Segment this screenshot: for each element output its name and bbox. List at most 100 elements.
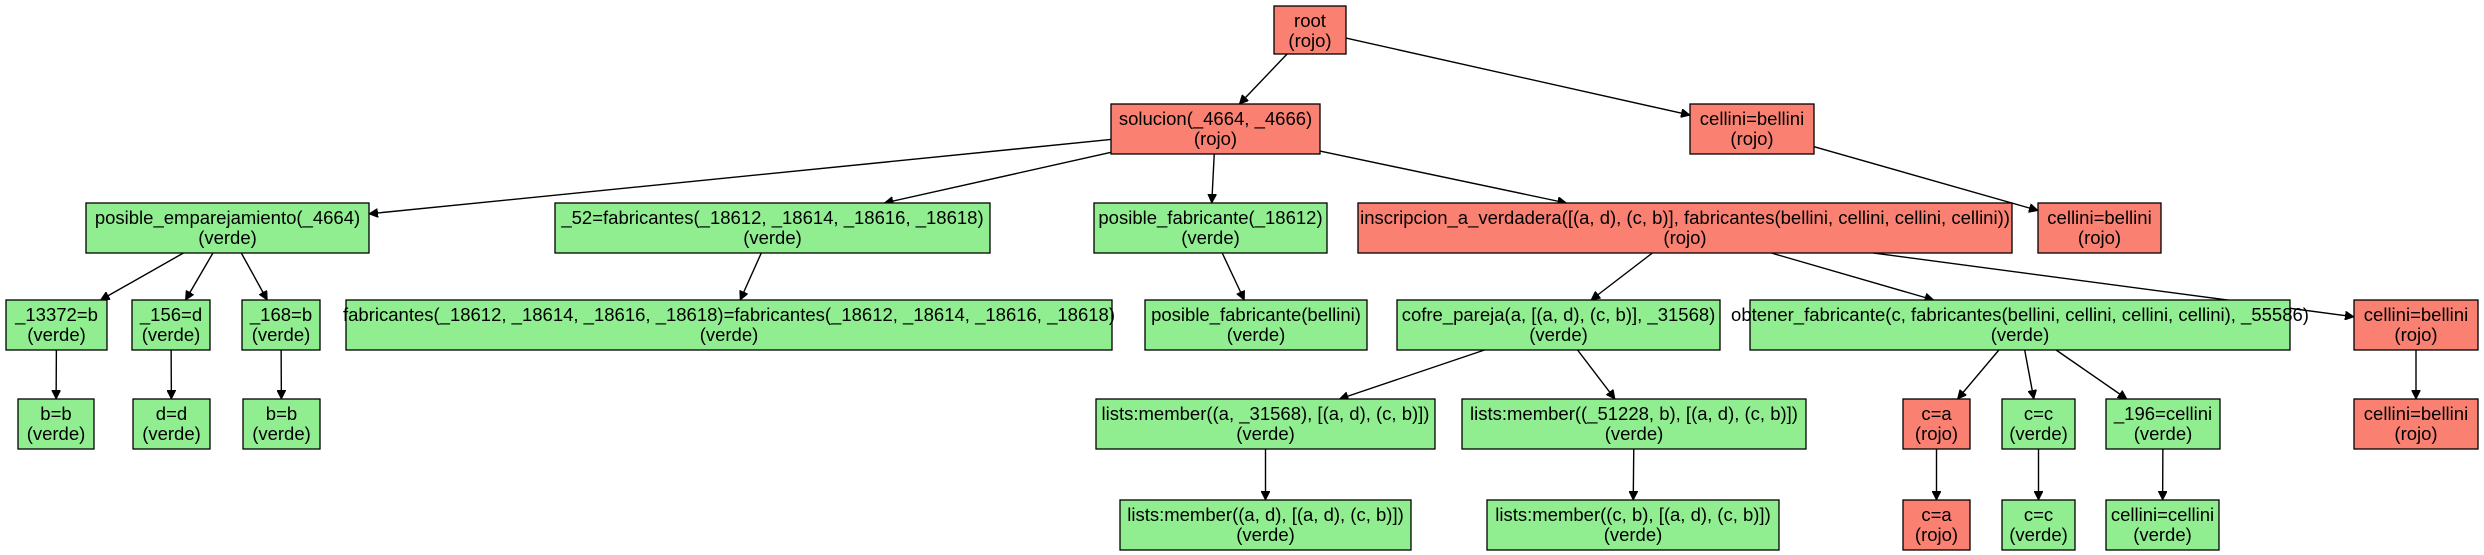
node-status: (rojo): [2394, 423, 2437, 444]
node-member2: lists:member((_51228, b), [(a, d), (c, b…: [1461, 398, 1807, 450]
node-box: [1110, 103, 1321, 155]
node-box: [2353, 398, 2479, 450]
node-status: (verde): [1181, 227, 1240, 248]
edges-layer: [56, 37, 2416, 500]
node-fab_eq: fabricantes(_18612, _18614, _18616, _186…: [343, 299, 1115, 351]
node-status: (verde): [2134, 423, 2193, 444]
node-label: obtener_fabricante(c, fabricantes(bellin…: [1731, 304, 2309, 326]
node-label: posible_fabricante(_18612): [1098, 207, 1322, 229]
node-root: root(rojo): [1273, 5, 1347, 55]
node-box: [85, 202, 370, 254]
edge-solucion-to-posible_fab: [1212, 153, 1214, 203]
edge-posible_emp-to-n13372: [101, 252, 184, 301]
node-label: _13372=b: [14, 304, 98, 326]
node-cellini_r2: cellini=bellini(rojo): [2037, 202, 2162, 254]
node-box: [1749, 299, 2291, 351]
node-status: (verde): [142, 324, 201, 345]
node-label: _156=d: [139, 304, 202, 326]
node-obtener: obtener_fabricante(c, fabricantes(bellin…: [1731, 299, 2309, 351]
node-status: (verde): [2009, 423, 2068, 444]
node-label: lists:member((a, _31568), [(a, d), (c, b…: [1102, 403, 1430, 425]
node-label: _52=fabricantes(_18612, _18614, _18616, …: [560, 207, 983, 229]
node-box: [1396, 299, 1721, 351]
edge-obtener-to-n196: [2055, 349, 2127, 400]
node-status: (verde): [1236, 524, 1295, 545]
node-cc2: c=c(verde): [2001, 499, 2076, 551]
node-status: (verde): [252, 423, 311, 444]
node-cc: c=c(verde): [2001, 398, 2076, 450]
node-label: cellini=bellini: [2364, 304, 2468, 325]
edge-inscripcion-to-obtener: [1771, 252, 1933, 300]
node-label: posible_emparejamiento(_4664): [95, 207, 360, 229]
node-status: (rojo): [2078, 227, 2121, 248]
node-box: [1486, 499, 1780, 551]
node-status: (rojo): [1288, 30, 1331, 51]
edge-posible_emp-to-n156: [184, 252, 214, 300]
node-status: (verde): [2009, 524, 2068, 545]
node-bb2: b=b(verde): [242, 398, 321, 450]
node-status: (verde): [27, 423, 86, 444]
node-box: [131, 299, 211, 351]
node-box: [1461, 398, 1807, 450]
node-box: [1093, 202, 1328, 254]
node-cellini_top: cellini=bellini(rojo): [1689, 103, 1815, 155]
edge-member2-to-member2b: [1633, 448, 1634, 500]
node-box: [554, 202, 991, 254]
node-label: lists:member((c, b), [(a, d), (c, b)]): [1495, 504, 1770, 525]
node-status: (verde): [743, 227, 802, 248]
node-label: c=a: [1921, 504, 1952, 525]
edge-cofre-to-member2: [1577, 349, 1615, 399]
node-status: (verde): [2133, 524, 2192, 545]
node-box: [1902, 398, 1971, 450]
node-fabricantes_52: _52=fabricantes(_18612, _18614, _18616, …: [554, 202, 991, 254]
node-label: lists:member((a, d), [(a, d), (c, b)]): [1127, 504, 1404, 525]
node-box: [2353, 299, 2479, 351]
node-ca2: c=a(rojo): [1902, 499, 1971, 551]
node-status: (verde): [27, 324, 86, 345]
node-box: [5, 299, 108, 351]
node-box: [1689, 103, 1815, 155]
edge-root-to-solucion: [1239, 53, 1288, 104]
node-status: (rojo): [1915, 423, 1958, 444]
edge-solucion-to-inscripcion: [1319, 150, 1566, 203]
node-status: (rojo): [1194, 128, 1237, 149]
node-box: [242, 398, 321, 450]
node-label: posible_fabricante(bellini): [1151, 304, 1361, 326]
edge-obtener-to-cc: [2023, 349, 2034, 399]
node-status: (verde): [1529, 324, 1588, 345]
node-box: [1902, 499, 1971, 551]
node-n13372: _13372=b(verde): [5, 299, 108, 351]
node-label: _196=cellini: [2113, 403, 2212, 425]
node-label: lists:member((_51228, b), [(a, d), (c, b…: [1470, 403, 1798, 425]
node-box: [2001, 398, 2076, 450]
node-label: cellini=bellini: [1700, 108, 1804, 129]
node-label: c=c: [2024, 403, 2053, 424]
node-inscripcion: inscripcion_a_verdadera([(a, d), (c, b)]…: [1357, 202, 2013, 254]
node-status: (verde): [1236, 423, 1295, 444]
node-member2b: lists:member((c, b), [(a, d), (c, b)])(v…: [1486, 499, 1780, 551]
node-n196: _196=cellini(verde): [2105, 398, 2221, 450]
node-status: (verde): [1604, 524, 1663, 545]
node-label: solucion(_4664, _4666): [1119, 108, 1312, 130]
node-bb1: b=b(verde): [17, 398, 95, 450]
node-cellini_r3: cellini=bellini(rojo): [2353, 299, 2479, 351]
node-n168: _168=b(verde): [241, 299, 321, 351]
edge-posible_fab-to-posible_fab_bellini: [1221, 252, 1244, 300]
node-box: [2001, 499, 2076, 551]
node-box: [1357, 202, 2013, 254]
node-box: [2105, 499, 2220, 551]
node-box: [1119, 499, 1412, 551]
node-box: [1144, 299, 1368, 351]
node-status: (verde): [700, 324, 759, 345]
edge-fabricantes_52-to-fab_eq: [740, 252, 762, 300]
node-label: cellini=bellini: [2364, 403, 2468, 424]
node-box: [345, 299, 1113, 351]
node-box: [132, 398, 211, 450]
node-status: (rojo): [1915, 524, 1958, 545]
node-box: [2037, 202, 2162, 254]
node-cellini_bellini: cellini=bellini(rojo): [2353, 398, 2479, 450]
node-status: (verde): [1991, 324, 2050, 345]
nodes-layer: root(rojo)solucion(_4664, _4666)(rojo)ce…: [5, 5, 2479, 551]
node-member1b: lists:member((a, d), [(a, d), (c, b)])(v…: [1119, 499, 1412, 551]
